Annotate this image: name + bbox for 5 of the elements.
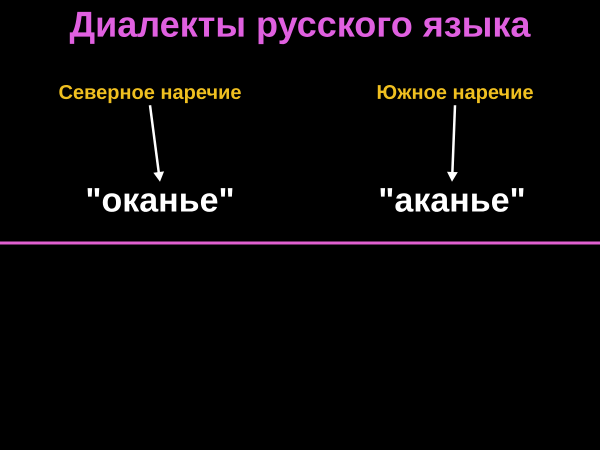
title: Диалекты русского языка — [70, 12, 531, 44]
result-text: "аканье" — [380, 188, 524, 212]
result-text: "оканье" — [88, 188, 232, 212]
heading-text: Южное наречие — [378, 84, 533, 104]
heading-text: Северное наречие — [59, 84, 241, 104]
